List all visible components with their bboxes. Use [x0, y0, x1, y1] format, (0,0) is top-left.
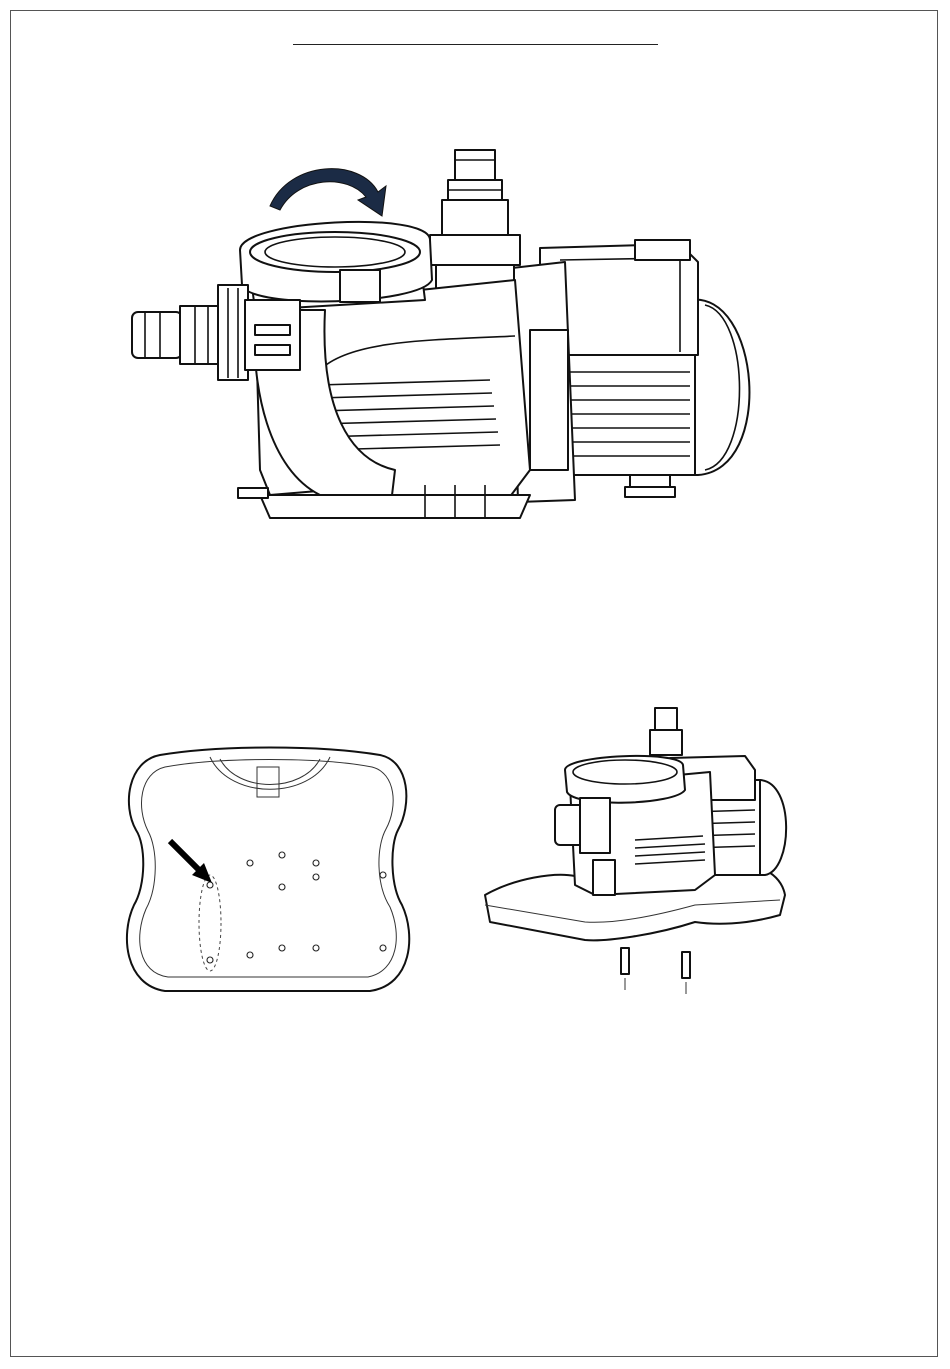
mounting-screw-icon [621, 948, 690, 994]
rotate-clockwise-arrow-icon [270, 169, 386, 216]
base-plate-top-view [120, 745, 415, 1000]
title-underline [293, 44, 658, 45]
pump-illustration [120, 140, 800, 530]
pump-on-base-illustration [475, 700, 795, 1000]
